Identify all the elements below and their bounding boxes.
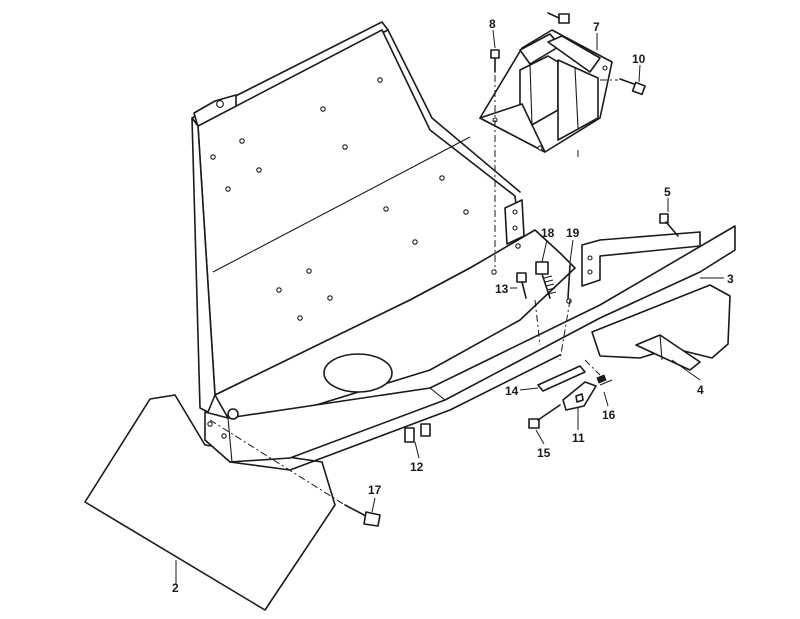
bolt-13	[516, 272, 527, 299]
callout-11: 11	[572, 431, 585, 445]
mower-housing	[191, 21, 736, 471]
leader-lines	[175, 29, 724, 585]
callout-14: 14	[505, 384, 519, 398]
bolt-15	[528, 404, 561, 429]
callout-3: 3	[727, 272, 734, 286]
callout-15: 15	[537, 446, 551, 460]
assembly-centerlines	[209, 75, 618, 506]
bolt-top	[547, 12, 570, 24]
panel-holes	[207, 77, 572, 439]
callout-5: 5	[664, 185, 671, 199]
lower-bracket	[591, 284, 731, 371]
callout-7: 7	[593, 20, 600, 34]
bolt-5	[659, 213, 679, 237]
callout-19: 19	[566, 226, 580, 240]
mount-bracket	[479, 29, 613, 153]
slotted-bracket	[581, 231, 701, 287]
callout-13: 13	[495, 282, 509, 296]
callout-2: 2	[172, 581, 179, 595]
callout-10: 10	[632, 52, 646, 66]
bolt-17	[344, 504, 381, 527]
deflector-plate	[84, 394, 336, 611]
blade-hardware	[537, 365, 613, 411]
callout-8: 8	[489, 17, 496, 31]
bolt-8	[490, 49, 500, 73]
callout-12: 12	[410, 460, 424, 474]
bolt-19	[567, 264, 571, 299]
callout-16: 16	[602, 408, 616, 422]
bolts	[227, 12, 679, 527]
callout-17: 17	[368, 483, 382, 497]
callout-4: 4	[697, 383, 704, 397]
callout-18: 18	[541, 226, 555, 240]
bolt-10	[619, 78, 646, 96]
callout-labels: 2 3 4 5 7 8 10 11 12 13 14 15 16 17 18 1…	[172, 17, 734, 595]
bolt-12	[404, 423, 431, 443]
